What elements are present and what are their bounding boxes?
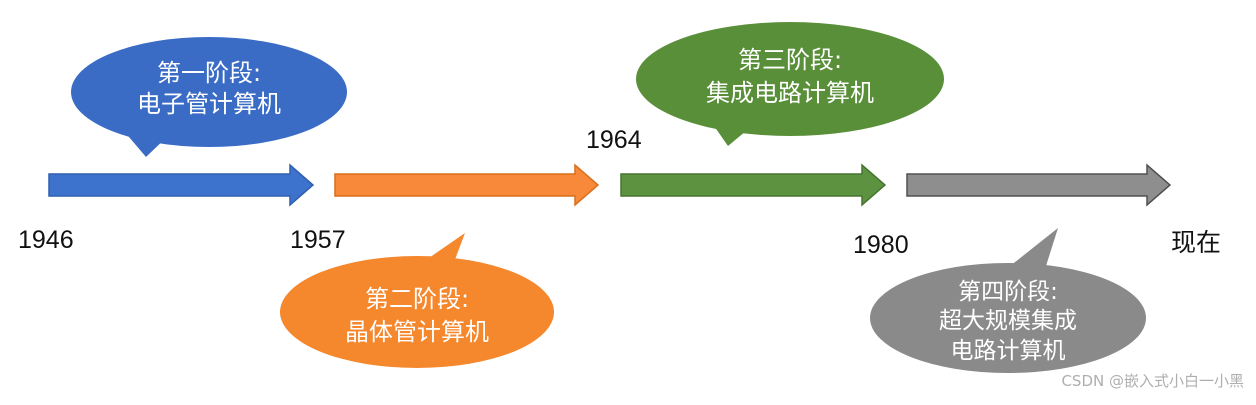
bubble-stage-3-line2: 集成电路计算机	[706, 79, 874, 107]
bubble-stage-4-line3: 电路计算机	[951, 338, 1066, 364]
year-label-1946: 1946	[18, 226, 74, 254]
year-label-1964: 1964	[586, 126, 642, 154]
arrow-stage-2	[334, 163, 600, 207]
bubble-stage-4-line1: 第四阶段:	[958, 279, 1058, 305]
bubble-stage-4: 第四阶段: 超大规模集成 电路计算机	[870, 228, 1146, 373]
arrow-stage-3	[620, 163, 887, 207]
bubble-stage-1-line1: 第一阶段:	[157, 59, 261, 87]
bubble-stage-3-line1: 第三阶段:	[738, 46, 842, 74]
bubble-stage-2-line1: 第二阶段:	[365, 285, 469, 313]
year-label-1980: 1980	[853, 231, 909, 259]
bubble-stage-1: 第一阶段: 电子管计算机	[71, 37, 347, 157]
bubble-stage-2-line2: 晶体管计算机	[345, 318, 489, 346]
arrow-stage-1	[48, 163, 315, 207]
csdn-watermark: CSDN @嵌入式小白一小黑	[1061, 372, 1244, 390]
year-label-1957: 1957	[290, 226, 346, 254]
year-label-now: 现在	[1171, 229, 1222, 257]
arrow-stage-4	[906, 163, 1172, 207]
bubble-stage-4-line2: 超大规模集成	[939, 308, 1077, 334]
bubble-stage-1-line2: 电子管计算机	[137, 90, 281, 118]
bubble-stage-2: 第二阶段: 晶体管计算机	[280, 233, 554, 368]
bubble-stage-3: 第三阶段: 集成电路计算机	[636, 22, 944, 146]
